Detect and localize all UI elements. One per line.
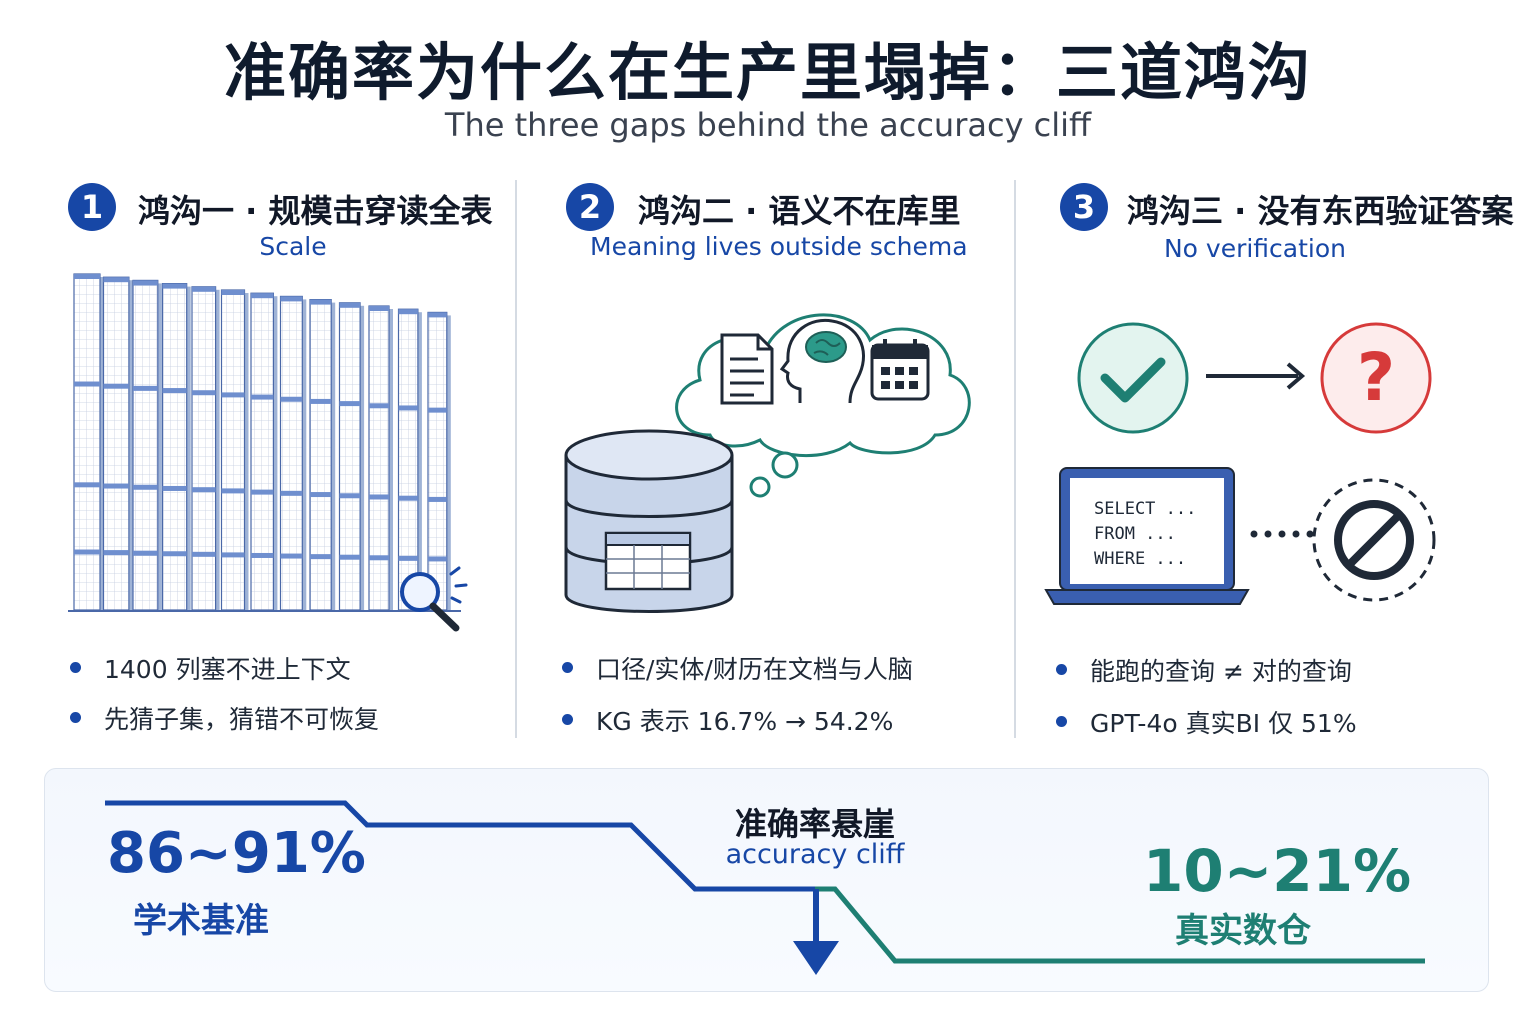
gap-bullet: KG 表示 16.7% → 54.2% — [561, 702, 893, 738]
database-icon — [564, 429, 734, 613]
table-column — [102, 276, 133, 611]
magnifier-icon — [400, 566, 468, 632]
prohibited-icon — [1312, 478, 1436, 602]
table-column — [220, 289, 249, 611]
gap-bullet: 能跑的查询 ≠ 对的查询 — [1056, 652, 1352, 688]
accuracy-cliff-line — [105, 800, 1425, 975]
gap-bullet: 先猜子集，猜错不可恢复 — [69, 700, 379, 736]
dotted-connector — [1250, 530, 1314, 538]
brain-head-icon — [779, 318, 865, 404]
down-arrow-icon — [793, 889, 839, 975]
cliff-title: 准确率悬崖 — [734, 805, 895, 843]
table-column — [309, 299, 336, 611]
table-column — [368, 305, 393, 611]
laptop-icon: SELECT ... FROM ... WHERE ... — [1044, 467, 1250, 605]
document-icon — [720, 333, 774, 405]
gap-bullet: 1400 列塞不进上下文 — [70, 650, 351, 686]
gap-bullet: 口径/实体/财历在文档与人脑 — [562, 650, 913, 686]
sql-line: WHERE ... — [1094, 549, 1186, 569]
gap-heading: 鸿沟三 · 没有东西验证答案 — [1127, 192, 1514, 230]
calendar-icon — [870, 339, 930, 401]
table-column — [191, 286, 220, 611]
gap-heading-en: No verification — [1163, 234, 1347, 263]
gap-number-badge: 3 — [1060, 183, 1108, 231]
semantics-illustration — [564, 313, 971, 613]
arrow-right-icon — [1206, 362, 1306, 390]
table-column — [161, 283, 191, 611]
table-wall-icon — [68, 273, 468, 632]
cliff-subtitle: accuracy cliff — [725, 839, 905, 870]
gap-heading: 鸿沟二 · 语义不在库里 — [638, 192, 961, 230]
production-accuracy-value: 10~21% — [1143, 837, 1412, 905]
gap-heading: 鸿沟一 · 规模击穿读全表 — [138, 192, 493, 230]
table-column — [73, 273, 104, 611]
page-title: 准确率为什么在生产里塌掉：三道鸿沟 — [223, 36, 1312, 109]
benchmark-accuracy-value: 86~91% — [107, 821, 366, 886]
check-circle-icon — [1077, 322, 1189, 434]
gap-heading-en: Meaning lives outside schema — [590, 232, 968, 261]
production-label: 真实数仓 — [1175, 911, 1311, 951]
gap-heading-en: Scale — [259, 232, 327, 261]
table-column — [250, 292, 278, 611]
accuracy-cliff-panel: 86~91% 学术基准 准确率悬崖 accuracy cliff 10~21% … — [44, 768, 1489, 992]
gap-number-badge: 1 — [68, 183, 116, 231]
column-divider — [1014, 180, 1016, 738]
benchmark-label: 学术基准 — [133, 901, 269, 941]
table-column — [132, 279, 162, 611]
gap-number-badge: 2 — [566, 183, 614, 231]
sql-line: FROM ... — [1094, 524, 1176, 544]
gap-bullet: GPT-4o 真实BI 仅 51% — [1056, 704, 1357, 740]
question-circle-icon: ? — [1320, 322, 1432, 434]
sql-line: SELECT ... — [1094, 499, 1196, 519]
page-subtitle: The three gaps behind the accuracy cliff — [444, 106, 1092, 144]
column-divider — [515, 180, 517, 738]
svg-text:?: ? — [1357, 339, 1395, 416]
table-column — [338, 302, 365, 611]
table-column — [279, 295, 307, 611]
table-column — [397, 308, 422, 611]
table-column — [427, 311, 451, 611]
verification-illustration: ? SELECT ... FROM ... WHERE ... — [1044, 322, 1436, 605]
